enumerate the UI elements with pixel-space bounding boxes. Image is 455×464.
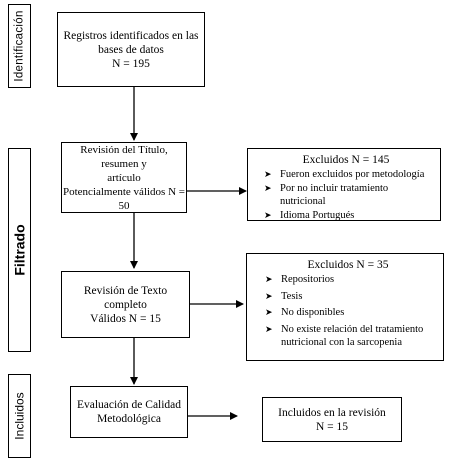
excluded-first-title: Excluidos N = 145 (302, 154, 390, 166)
arrowhead-bullet-icon: ➤ (265, 290, 273, 301)
excluded-second-list: ➤Repositorios ➤Tesis ➤No disponibles ➤No… (259, 273, 437, 350)
arrowhead-bullet-icon: ➤ (265, 323, 273, 334)
identified-records-box: Registros identificados en las bases de … (57, 12, 205, 87)
included-line-1: Incluidos en la revisión (278, 406, 386, 419)
identified-line-1: Registros identificados en las (63, 29, 199, 42)
excluded-first-box: Excluidos N = 145 ➤Fueron excluidos por … (247, 148, 441, 221)
list-item: ➤Fueron excluidos por metodología (264, 169, 425, 180)
quality-line-2: Metodológica (97, 413, 161, 425)
quality-line-1: Evaluación de Calidad (76, 399, 182, 411)
arrowhead-bullet-icon: ➤ (264, 209, 272, 220)
included-review-box: Incluidos en la revisión N = 15 (262, 397, 402, 442)
excluded-first-list: ➤Fueron excluidos por metodología ➤Por n… (258, 168, 434, 222)
title-review-box: Revisión del Título, resumen y artículo … (61, 142, 187, 213)
text-review-line-1: Revisión de Texto (83, 284, 168, 297)
excluded-second-title: Excluidos N = 35 (307, 259, 389, 271)
phase-included: Incluidos (8, 374, 31, 458)
list-item: ➤Tesis (265, 290, 303, 302)
list-item: ➤Por no incluir tratamiento nutricional (264, 182, 389, 208)
list-item: ➤No disponibles (265, 307, 345, 318)
identified-line-2: bases de datos (98, 43, 164, 56)
text-review-line-3: Válidos N = 15 (90, 312, 161, 325)
list-item: ➤Idioma Portugués (264, 209, 355, 221)
arrowhead-bullet-icon: ➤ (265, 307, 273, 317)
arrowhead-bullet-icon: ➤ (264, 182, 272, 193)
list-item: ➤No existe relación del tratamiento nutr… (265, 323, 424, 349)
included-line-2: N = 15 (315, 420, 349, 433)
text-review-box: Revisión de Texto completo Válidos N = 1… (61, 271, 190, 338)
title-review-line-3: Potencialmente válidos N = 50 (63, 185, 185, 212)
text-review-line-2: completo (104, 298, 147, 311)
arrowhead-bullet-icon: ➤ (265, 274, 273, 284)
excluded-second-box: Excluidos N = 35 ➤Repositorios ➤Tesis ➤N… (246, 253, 444, 361)
title-review-line-2: artículo (107, 171, 141, 184)
list-item: ➤Repositorios (265, 274, 335, 285)
arrowhead-bullet-icon: ➤ (264, 169, 272, 179)
quality-evaluation-box: Evaluación de Calidad Metodológica (70, 386, 188, 438)
identified-line-3: N = 195 (112, 57, 150, 70)
title-review-line-1: Revisión del Título, resumen y (80, 143, 168, 170)
phase-screening: Filtrado (8, 148, 31, 352)
phase-identification: Identificación (8, 4, 31, 88)
